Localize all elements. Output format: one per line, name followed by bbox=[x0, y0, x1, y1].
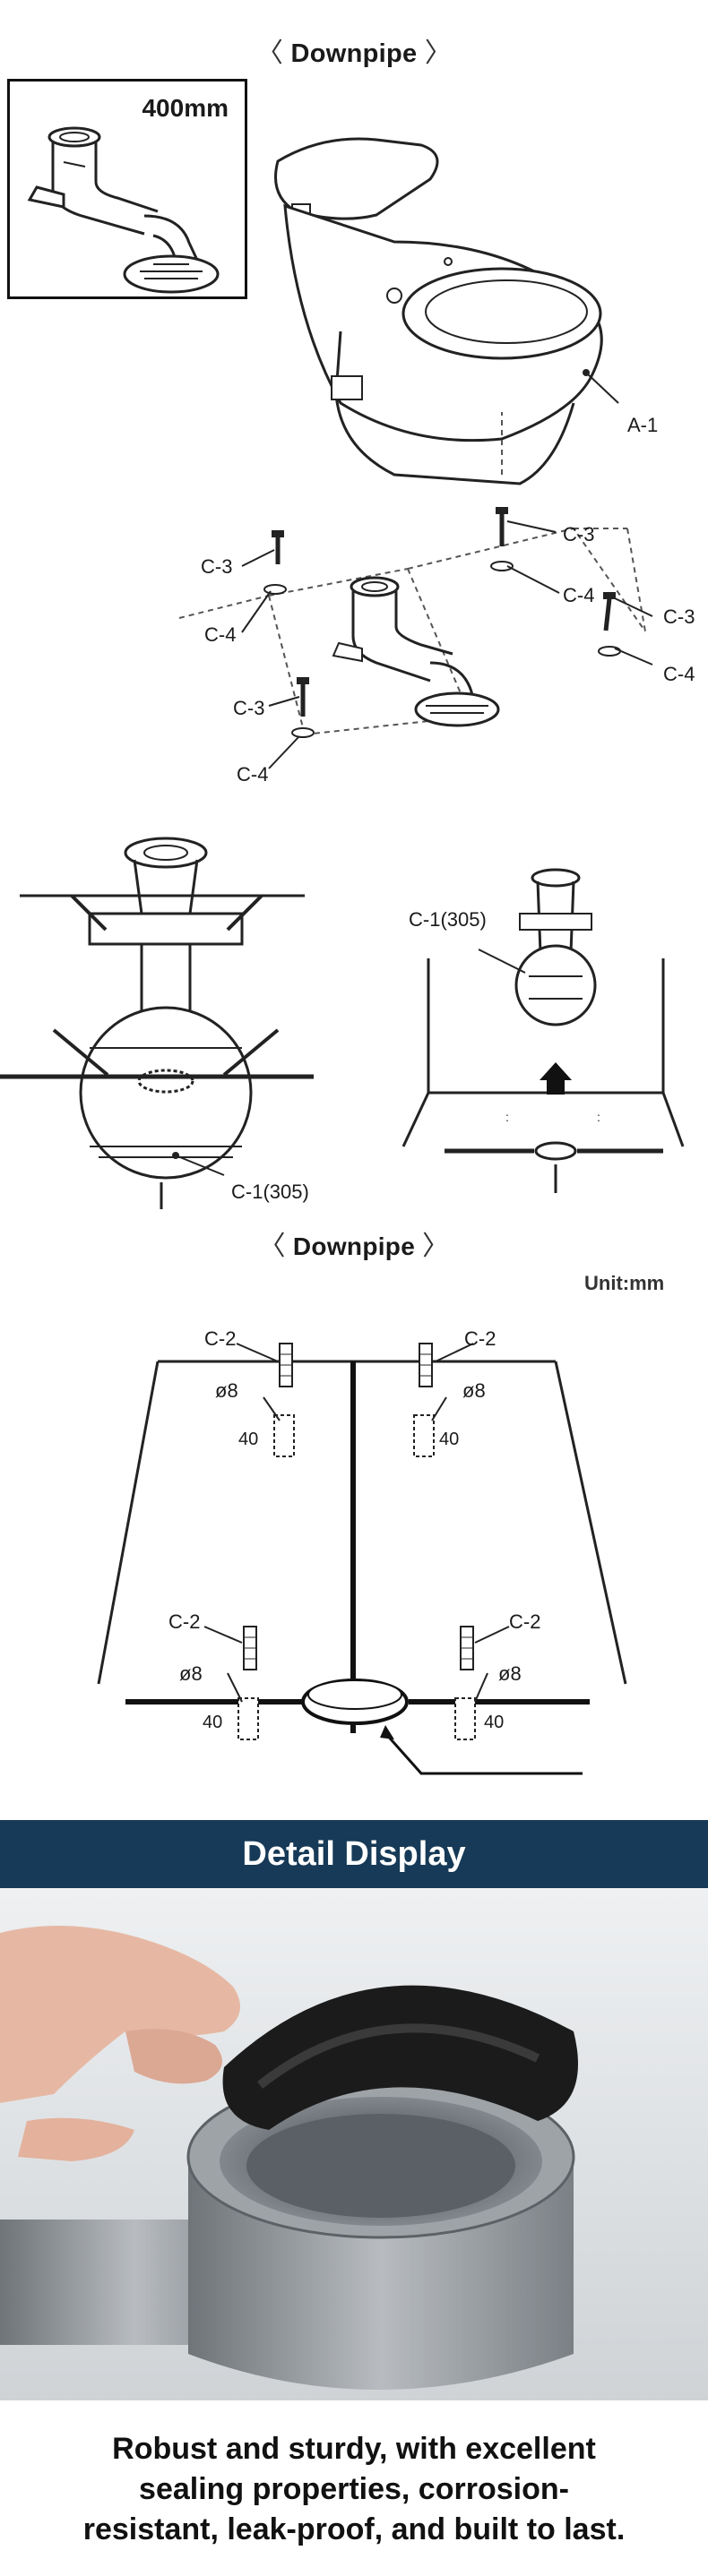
anchor-label-part-bl: C-2 bbox=[168, 1610, 201, 1633]
label-c4-a: C-4 bbox=[204, 623, 237, 646]
detail-caption-line3: resistant, leak-proof, and built to last… bbox=[82, 2512, 626, 2546]
anchor-plug-top-left bbox=[273, 1343, 295, 1457]
label-c4-c: C-4 bbox=[663, 663, 695, 685]
screw-c3-a bbox=[272, 530, 284, 564]
anchor-plug-bottom-left bbox=[237, 1626, 259, 1740]
screw-c3-d bbox=[297, 677, 309, 717]
label-c3-a: C-3 bbox=[201, 555, 233, 578]
detail-display-band: Detail Display bbox=[0, 1820, 708, 1888]
detail-caption: Robust and sturdy, with excellent sealin… bbox=[0, 2429, 708, 2550]
svg-text::: : bbox=[597, 1110, 600, 1124]
label-c3-c: C-3 bbox=[663, 605, 695, 628]
anchor-label-depth-br: 40 bbox=[484, 1713, 505, 1732]
anchor-label-depth-tl: 40 bbox=[238, 1430, 259, 1449]
screw-c3-b bbox=[496, 507, 508, 546]
unit-label: Unit:mm bbox=[584, 1272, 665, 1294]
anchor-label-part-br: C-2 bbox=[509, 1610, 541, 1633]
section3-title: 〈 Downpipe 〉 bbox=[0, 1224, 708, 1263]
label-c4-b: C-4 bbox=[563, 584, 595, 606]
anchor-label-dia-bl: ø8 bbox=[179, 1662, 203, 1685]
detail-display-title: Detail Display bbox=[242, 1834, 466, 1873]
screw-c3-c bbox=[603, 592, 616, 631]
label-c3-b: C-3 bbox=[563, 523, 595, 545]
anchor-plug-bottom-right bbox=[454, 1626, 476, 1740]
label-c3-d: C-3 bbox=[233, 697, 265, 719]
label-c1-left: C-1(305) bbox=[231, 1181, 309, 1203]
section1-title-text: Downpipe bbox=[290, 39, 418, 68]
install-view-right: : : bbox=[401, 868, 685, 1193]
toilet-exploded-diagram bbox=[178, 137, 653, 769]
chevron-left-icon-2: 〈 bbox=[258, 1232, 286, 1261]
anchor-label-part-tr: C-2 bbox=[464, 1327, 496, 1350]
anchor-label-part-tl: C-2 bbox=[204, 1327, 237, 1350]
inset-panel: 400mm bbox=[7, 79, 247, 299]
detail-photo bbox=[0, 1888, 708, 2400]
anchor-label-dia-br: ø8 bbox=[498, 1662, 522, 1685]
chevron-left-icon: 〈 bbox=[255, 39, 284, 68]
inset-downpipe-illustration bbox=[27, 126, 220, 294]
svg-text::: : bbox=[505, 1110, 509, 1124]
anchor-label-dia-tr: ø8 bbox=[462, 1379, 486, 1402]
anchor-plug-top-right bbox=[413, 1343, 435, 1457]
anchor-label-depth-bl: 40 bbox=[203, 1713, 223, 1732]
chevron-right-icon-2: 〉 bbox=[422, 1232, 450, 1261]
inset-label: 400mm bbox=[142, 94, 229, 122]
detail-caption-line2: sealing properties, corrosion- bbox=[139, 2472, 569, 2506]
section1-title: 〈 Downpipe 〉 bbox=[0, 30, 708, 70]
label-c4-d: C-4 bbox=[237, 763, 269, 786]
detail-caption-line1: Robust and sturdy, with excellent bbox=[112, 2432, 596, 2466]
anchor-layout-diagram bbox=[97, 1343, 627, 1775]
anchor-label-dia-tl: ø8 bbox=[215, 1379, 238, 1402]
anchor-label-depth-tr: 40 bbox=[439, 1430, 460, 1449]
install-view-left bbox=[0, 837, 314, 1209]
label-c1-right: C-1(305) bbox=[409, 908, 487, 931]
chevron-right-icon: 〉 bbox=[424, 39, 453, 68]
label-a1: A-1 bbox=[627, 414, 659, 436]
section3-title-text: Downpipe bbox=[292, 1232, 416, 1260]
